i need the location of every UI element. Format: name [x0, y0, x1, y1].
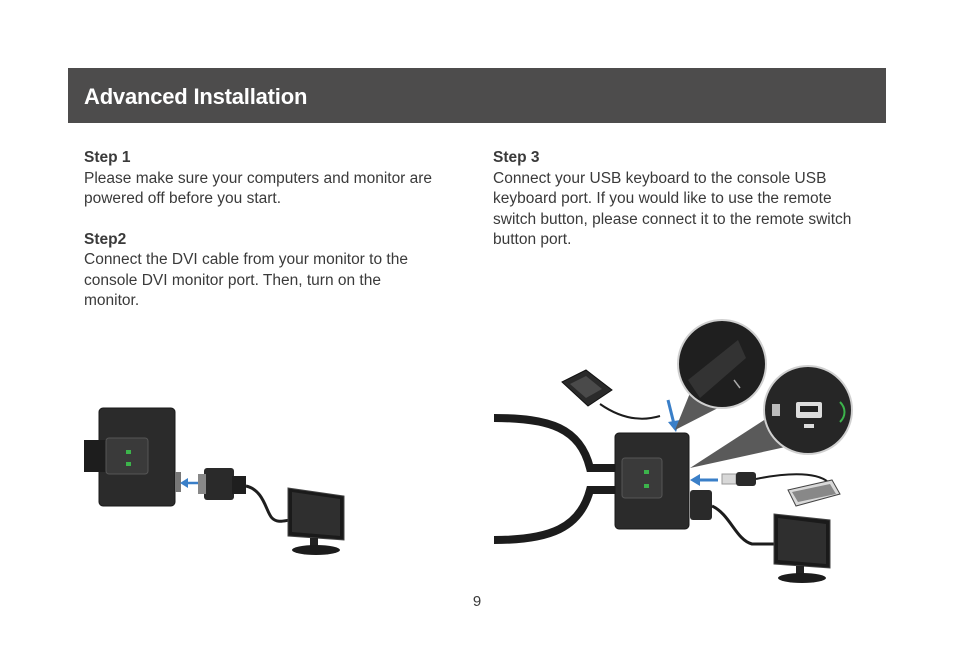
usb-keyboard-connection-illustration [493, 319, 853, 583]
computer-cable [493, 486, 615, 544]
zoom-callout-usb-port [690, 365, 853, 468]
step-2-text: Connect the DVI cable from your monitor … [84, 251, 408, 309]
section-title: Advanced Installation [84, 84, 308, 109]
blue-arrow-icon [180, 478, 200, 488]
step-3-text: Connect your USB keyboard to the console… [493, 169, 852, 249]
dvi-connection-illustration [84, 407, 345, 555]
dvi-cable [245, 484, 292, 523]
page-number: 9 [472, 593, 482, 610]
monitor-image [287, 487, 345, 555]
right-column: Step 3 Connect your USB keyboard to the … [493, 148, 873, 271]
led-indicator [644, 470, 649, 474]
left-column: Step 1 Please make sure your computers a… [84, 148, 464, 332]
step-1-heading: Step 1 [84, 149, 131, 166]
usb-plug-image [721, 472, 756, 486]
dvi-connector-image [198, 468, 246, 500]
step-3-heading: Step 3 [493, 149, 540, 166]
dvi-cable [711, 504, 776, 546]
remote-switch-cable [599, 403, 661, 420]
led-indicator [644, 484, 649, 488]
step-1-text: Please make sure your computers and moni… [84, 169, 433, 208]
blue-arrow-icon [666, 399, 680, 432]
step-2-heading: Step2 [84, 230, 127, 248]
monitor-image [773, 513, 831, 583]
section-header-bar: Advanced Installation [68, 68, 886, 123]
computer-cable [493, 414, 615, 472]
keyboard-image [787, 479, 841, 507]
zoom-callout-remote-port [675, 319, 767, 430]
blue-arrow-icon [690, 474, 718, 486]
remote-switch-image [561, 369, 613, 407]
led-indicator [126, 462, 131, 466]
led-indicator [126, 450, 131, 454]
